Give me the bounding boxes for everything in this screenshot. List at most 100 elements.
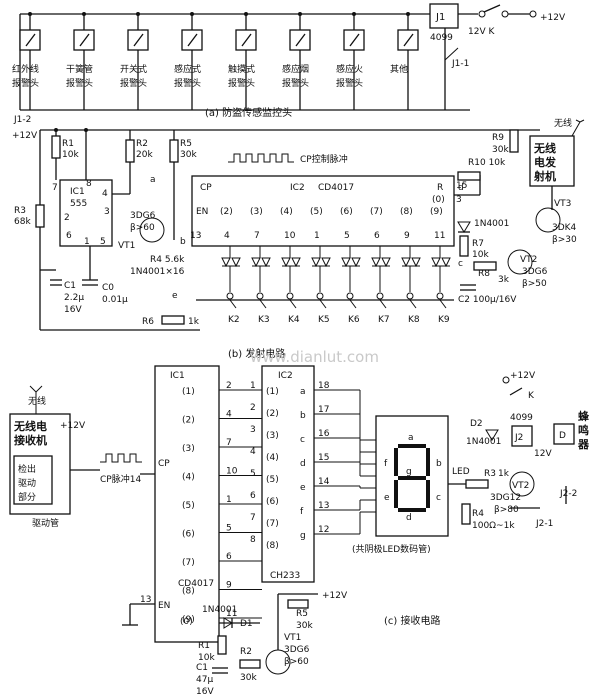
svg-text:LED: LED (452, 467, 470, 477)
ic2-cd4017-tx (191, 175, 455, 247)
transmitter-section: J1-2 +12V R1 10k R3 68k IC1 555 8 4 2 6 … (12, 115, 585, 360)
sensor-sublabel-6: 报警头 (282, 77, 309, 89)
svg-text:5: 5 (250, 469, 256, 479)
svg-text:驱动管: 驱动管 (32, 517, 59, 529)
svg-text:2: 2 (64, 213, 70, 223)
tx-ic2-pin-5: 1 (314, 231, 320, 241)
tx-diode-left-7 (371, 257, 381, 268)
rx-ic1-pin-1: 2 (226, 381, 232, 391)
rx-ic2-input-2: (2) (266, 409, 279, 419)
tx-ic2-pin-2: 4 (224, 231, 230, 241)
svg-text:b: b (180, 237, 186, 247)
tx-key-k8: K8 (408, 315, 420, 325)
rx-ic2-input-1: (1) (266, 387, 279, 397)
svg-text:VT1: VT1 (284, 633, 301, 643)
svg-text:CP脉冲14: CP脉冲14 (100, 473, 141, 485)
relay-j1-part: 4099 (430, 33, 453, 43)
svg-text:CD4017: CD4017 (178, 579, 214, 589)
rx-ic2-pin-15: 15 (318, 453, 329, 463)
tx-ic2-pin-7: 6 (374, 231, 380, 241)
relay-contact-j1-1: J1-1 (451, 59, 469, 69)
svg-text:a: a (408, 433, 414, 443)
svg-text:30k: 30k (180, 150, 197, 160)
rx-ic1-output-6: (6) (182, 530, 195, 540)
svg-text:3k: 3k (498, 275, 510, 285)
buzzer-d (553, 423, 575, 445)
svg-text:鸣: 鸣 (578, 423, 589, 437)
tx-ic2-pin-6: 5 (344, 231, 350, 241)
tx-diode-left-9 (431, 257, 441, 268)
svg-text:3DG12: 3DG12 (490, 493, 521, 503)
tx-diode-right-6 (351, 257, 361, 268)
svg-text:3DG6: 3DG6 (284, 645, 310, 655)
svg-text:6: 6 (66, 231, 72, 241)
svg-text:D: D (559, 431, 566, 441)
svg-text:J2-1: J2-1 (535, 519, 553, 529)
svg-text:EN: EN (158, 601, 170, 611)
svg-text:CD4017: CD4017 (318, 183, 354, 193)
svg-text:c: c (436, 493, 441, 503)
rx-ic1-output-2: (2) (182, 416, 195, 426)
svg-text:J2: J2 (514, 433, 523, 443)
svg-text:R6: R6 (142, 317, 154, 327)
r3-value: 68k (14, 217, 31, 227)
cp-control-pulse-label: CP控制脉冲 (300, 153, 348, 165)
svg-text:1N4001: 1N4001 (466, 437, 501, 447)
tx-ic2-output-8: (8) (400, 207, 413, 217)
svg-text:3DK4: 3DK4 (552, 223, 577, 233)
svg-text:e: e (172, 291, 178, 301)
caption-c: (c) 接收电路 (384, 614, 440, 627)
svg-text:2: 2 (250, 403, 256, 413)
relay-j1 (429, 3, 459, 29)
svg-text:检出: 检出 (18, 463, 36, 475)
tx-key-k2: K2 (228, 315, 240, 325)
tx-diode-left-6 (341, 257, 351, 268)
tx-diode-right-3 (261, 257, 271, 268)
r1-name: R1 (62, 139, 74, 149)
svg-text:(0): (0) (180, 617, 193, 627)
svg-text:射机: 射机 (533, 169, 556, 183)
rx-ic2-seg-e: e (300, 483, 306, 493)
rx-ic1-pin-7: 6 (226, 552, 232, 562)
svg-text:β>50: β>50 (522, 279, 547, 289)
tx-ic2-output-4: (4) (280, 207, 293, 217)
svg-text:30k: 30k (492, 145, 509, 155)
tx-diode-left-3 (251, 257, 261, 268)
tx-ic2-output-6: (6) (340, 207, 353, 217)
rx-ic2-pin-12: 12 (318, 525, 329, 535)
svg-text:7: 7 (250, 513, 256, 523)
svg-text:β>30: β>30 (552, 235, 577, 245)
svg-text:J2-2: J2-2 (559, 489, 577, 499)
tx-ic2-pin-9: 11 (434, 231, 445, 241)
svg-text:R4 5.6k: R4 5.6k (150, 255, 185, 265)
ic2-ch233 (261, 365, 315, 583)
tx-diode-right-7 (381, 257, 391, 268)
tx-diode-left-8 (401, 257, 411, 268)
svg-text:VT2: VT2 (520, 255, 537, 265)
tx-ic2-output-5: (5) (310, 207, 323, 217)
svg-text:3: 3 (456, 195, 462, 205)
sensor-sublabel-1: 报警头 (12, 77, 39, 89)
svg-text:+12V: +12V (322, 591, 348, 601)
sensor-label-4: 感应式 (174, 63, 201, 75)
rx-ic2-input-6: (6) (266, 497, 279, 507)
caption-a: (a) 防盗传感监控头 (205, 106, 292, 119)
tx-diode-right-2 (231, 257, 241, 268)
rx-ic1-output-1: (1) (182, 387, 195, 397)
svg-text:10k: 10k (472, 250, 489, 260)
j1-2-label: J1-2 (13, 115, 31, 125)
r1-value: 10k (62, 150, 79, 160)
svg-text:1: 1 (84, 237, 90, 247)
rx-ic1-pin-6: 5 (226, 524, 232, 534)
svg-text:12V: 12V (534, 449, 552, 459)
rx-ic1-output-7: (7) (182, 558, 195, 568)
svg-text:15: 15 (456, 181, 467, 191)
svg-text:d: d (458, 183, 464, 193)
rx-ic2-pin-14: 14 (318, 477, 330, 487)
svg-text:R3: R3 (484, 469, 496, 479)
svg-text:VT3: VT3 (554, 199, 571, 209)
svg-text:CP: CP (158, 459, 170, 469)
rx-ic2-pin-17: 17 (318, 405, 329, 415)
svg-text:IC2: IC2 (278, 371, 293, 381)
svg-text:电发: 电发 (534, 155, 557, 169)
